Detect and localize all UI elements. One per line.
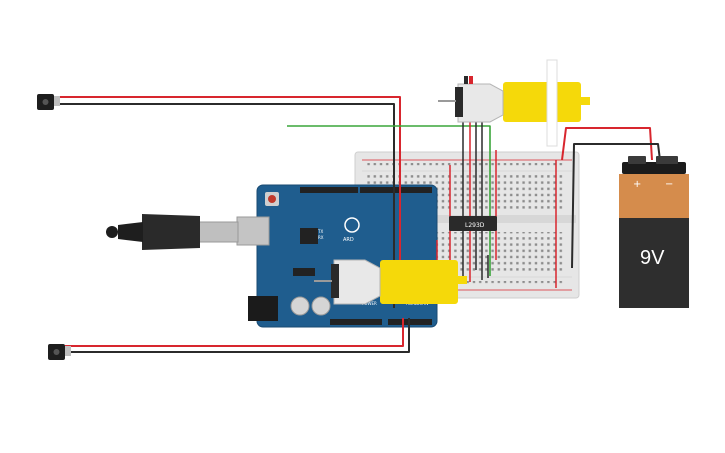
battery-label: 9V bbox=[640, 247, 665, 269]
wires bbox=[55, 96, 661, 353]
usb-cable[interactable] bbox=[106, 214, 239, 250]
ic-chip-icon bbox=[449, 216, 497, 231]
atmega-chip bbox=[300, 228, 318, 244]
power-label: POWER bbox=[362, 301, 377, 306]
battery-minus: − bbox=[665, 179, 673, 190]
dc-jack bbox=[248, 296, 278, 321]
power-header[interactable] bbox=[330, 319, 382, 325]
usb-port bbox=[236, 216, 270, 246]
arduino-logo-icon bbox=[344, 217, 360, 233]
rx-label: RX bbox=[318, 235, 324, 240]
usb-plug-icon bbox=[142, 214, 200, 250]
ir-receiver-bottom[interactable] bbox=[48, 344, 71, 360]
battery-9v[interactable]: + − 9V bbox=[619, 156, 689, 308]
arduino-board[interactable]: ARD TX RX POWER ANALOG IN bbox=[236, 184, 438, 328]
battery-icon bbox=[622, 162, 686, 174]
ir-receiver-top[interactable] bbox=[37, 94, 60, 110]
l293d-driver[interactable]: L293D bbox=[449, 216, 497, 231]
wire-ir-bottom-red[interactable] bbox=[65, 318, 404, 347]
wire-battery-black[interactable] bbox=[571, 143, 661, 269]
wire-ir-bottom-black[interactable] bbox=[65, 318, 410, 353]
dc-motor-icon bbox=[380, 260, 458, 304]
dc-motor-icon bbox=[503, 82, 581, 122]
driver-chip-label: L293D bbox=[465, 222, 485, 229]
digital-header[interactable] bbox=[300, 187, 358, 193]
usb-plug-metal bbox=[195, 221, 239, 243]
wire-ir-top-black[interactable] bbox=[55, 103, 395, 308]
wire-ir-top-red[interactable] bbox=[55, 96, 401, 300]
motor-top[interactable] bbox=[438, 59, 590, 147]
arduino-logo-text: ARD bbox=[343, 237, 354, 243]
tx-label: TX bbox=[317, 229, 323, 234]
battery-plus: + bbox=[633, 179, 641, 190]
motor-bottom[interactable] bbox=[314, 259, 467, 305]
